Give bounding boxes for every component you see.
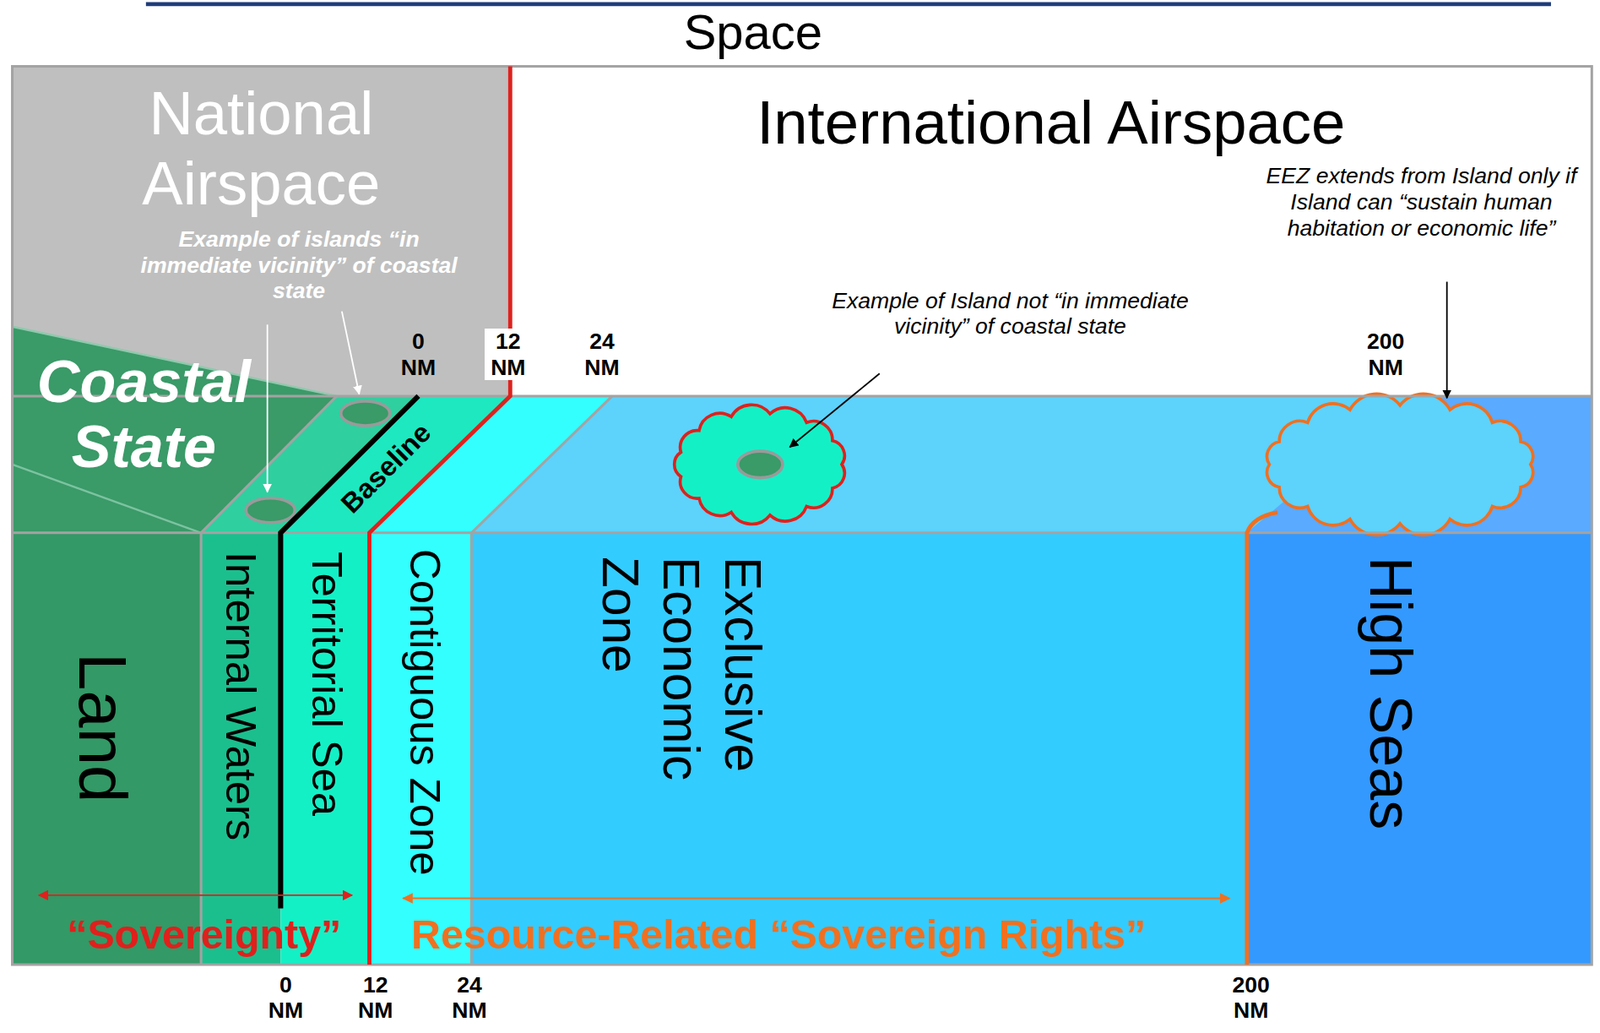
- zone-band: Contiguous Zone: [368, 532, 472, 965]
- callout-note: Example of islands “in immediate vicinit…: [130, 226, 468, 304]
- land-region: Coastal State: [12, 342, 277, 486]
- island: [341, 401, 391, 426]
- distance-mark: 0 NM: [395, 328, 443, 380]
- internal-waters-band: [200, 532, 281, 965]
- high-seas-band: [1247, 532, 1592, 965]
- sovereignty-range-arrow: [38, 894, 353, 896]
- zone-name: Contiguous Zone: [399, 548, 449, 876]
- sovereign-rights-range-arrow: [402, 897, 1230, 900]
- distance-mark: 24 NM: [578, 328, 626, 380]
- land-band: [12, 532, 202, 965]
- zone-name: Internal Waters: [216, 551, 266, 841]
- zone-name: High Seas: [1355, 556, 1425, 830]
- territorial-sea-band: [280, 532, 369, 965]
- line-label: Baseline: [334, 416, 437, 519]
- regime-label: “Sovereignty”: [35, 911, 373, 959]
- leader-line: [266, 324, 269, 492]
- island: [245, 498, 295, 523]
- callout-note: Example of Island not “in immediate vici…: [796, 287, 1226, 340]
- title-label: Space: [600, 4, 907, 61]
- callout-note: EEZ extends from Island only if Island c…: [1263, 162, 1580, 241]
- leader-line: [1446, 282, 1449, 399]
- zone-name: International Airspace: [756, 86, 1346, 158]
- distance-mark: 24 NM: [445, 971, 494, 1024]
- zone-band: High Seas: [1247, 532, 1592, 965]
- eez-band: [471, 532, 1247, 965]
- zone-name: Territorial Sea: [301, 551, 351, 816]
- distance-mark: 0 NM: [262, 971, 310, 1024]
- zone-band: Internal Waters: [200, 532, 281, 965]
- zone-name: National Airspace: [92, 77, 430, 219]
- distance-mark: 12 NM: [484, 328, 532, 380]
- eez-limit-line: [1247, 512, 1278, 965]
- zone-band: Exclusive Economic Zone: [471, 532, 1247, 965]
- international-airspace-fill: [509, 66, 1592, 396]
- zone-name: Coastal State: [16, 349, 272, 480]
- coastal-state-fill: [12, 326, 337, 533]
- distance-mark: 200 NM: [1225, 971, 1276, 1024]
- leader-line: [789, 373, 879, 447]
- eez-cloud: [1267, 393, 1534, 535]
- zone-edges: [12, 66, 1593, 965]
- territorial-limit-line: [369, 66, 511, 965]
- zone-name: Exclusive Economic Zone: [590, 556, 775, 812]
- island-clouds: [674, 393, 1534, 535]
- distance-mark: 12 NM: [352, 971, 400, 1024]
- airspace-region: International Airspace: [509, 66, 1592, 179]
- contiguous-zone-band: [369, 532, 472, 965]
- zone-band: Territorial Sea: [280, 532, 369, 965]
- zone-name: Land: [63, 652, 142, 803]
- regime-label: Resource-Related “Sovereign Rights”: [370, 911, 1188, 959]
- zone-band: Land: [12, 532, 202, 965]
- airspace-region: National Airspace: [12, 66, 511, 230]
- leader-line: [341, 311, 360, 395]
- top-rule: [146, 1, 1552, 6]
- distance-mark: 200 NM: [1360, 328, 1411, 380]
- island: [737, 450, 783, 478]
